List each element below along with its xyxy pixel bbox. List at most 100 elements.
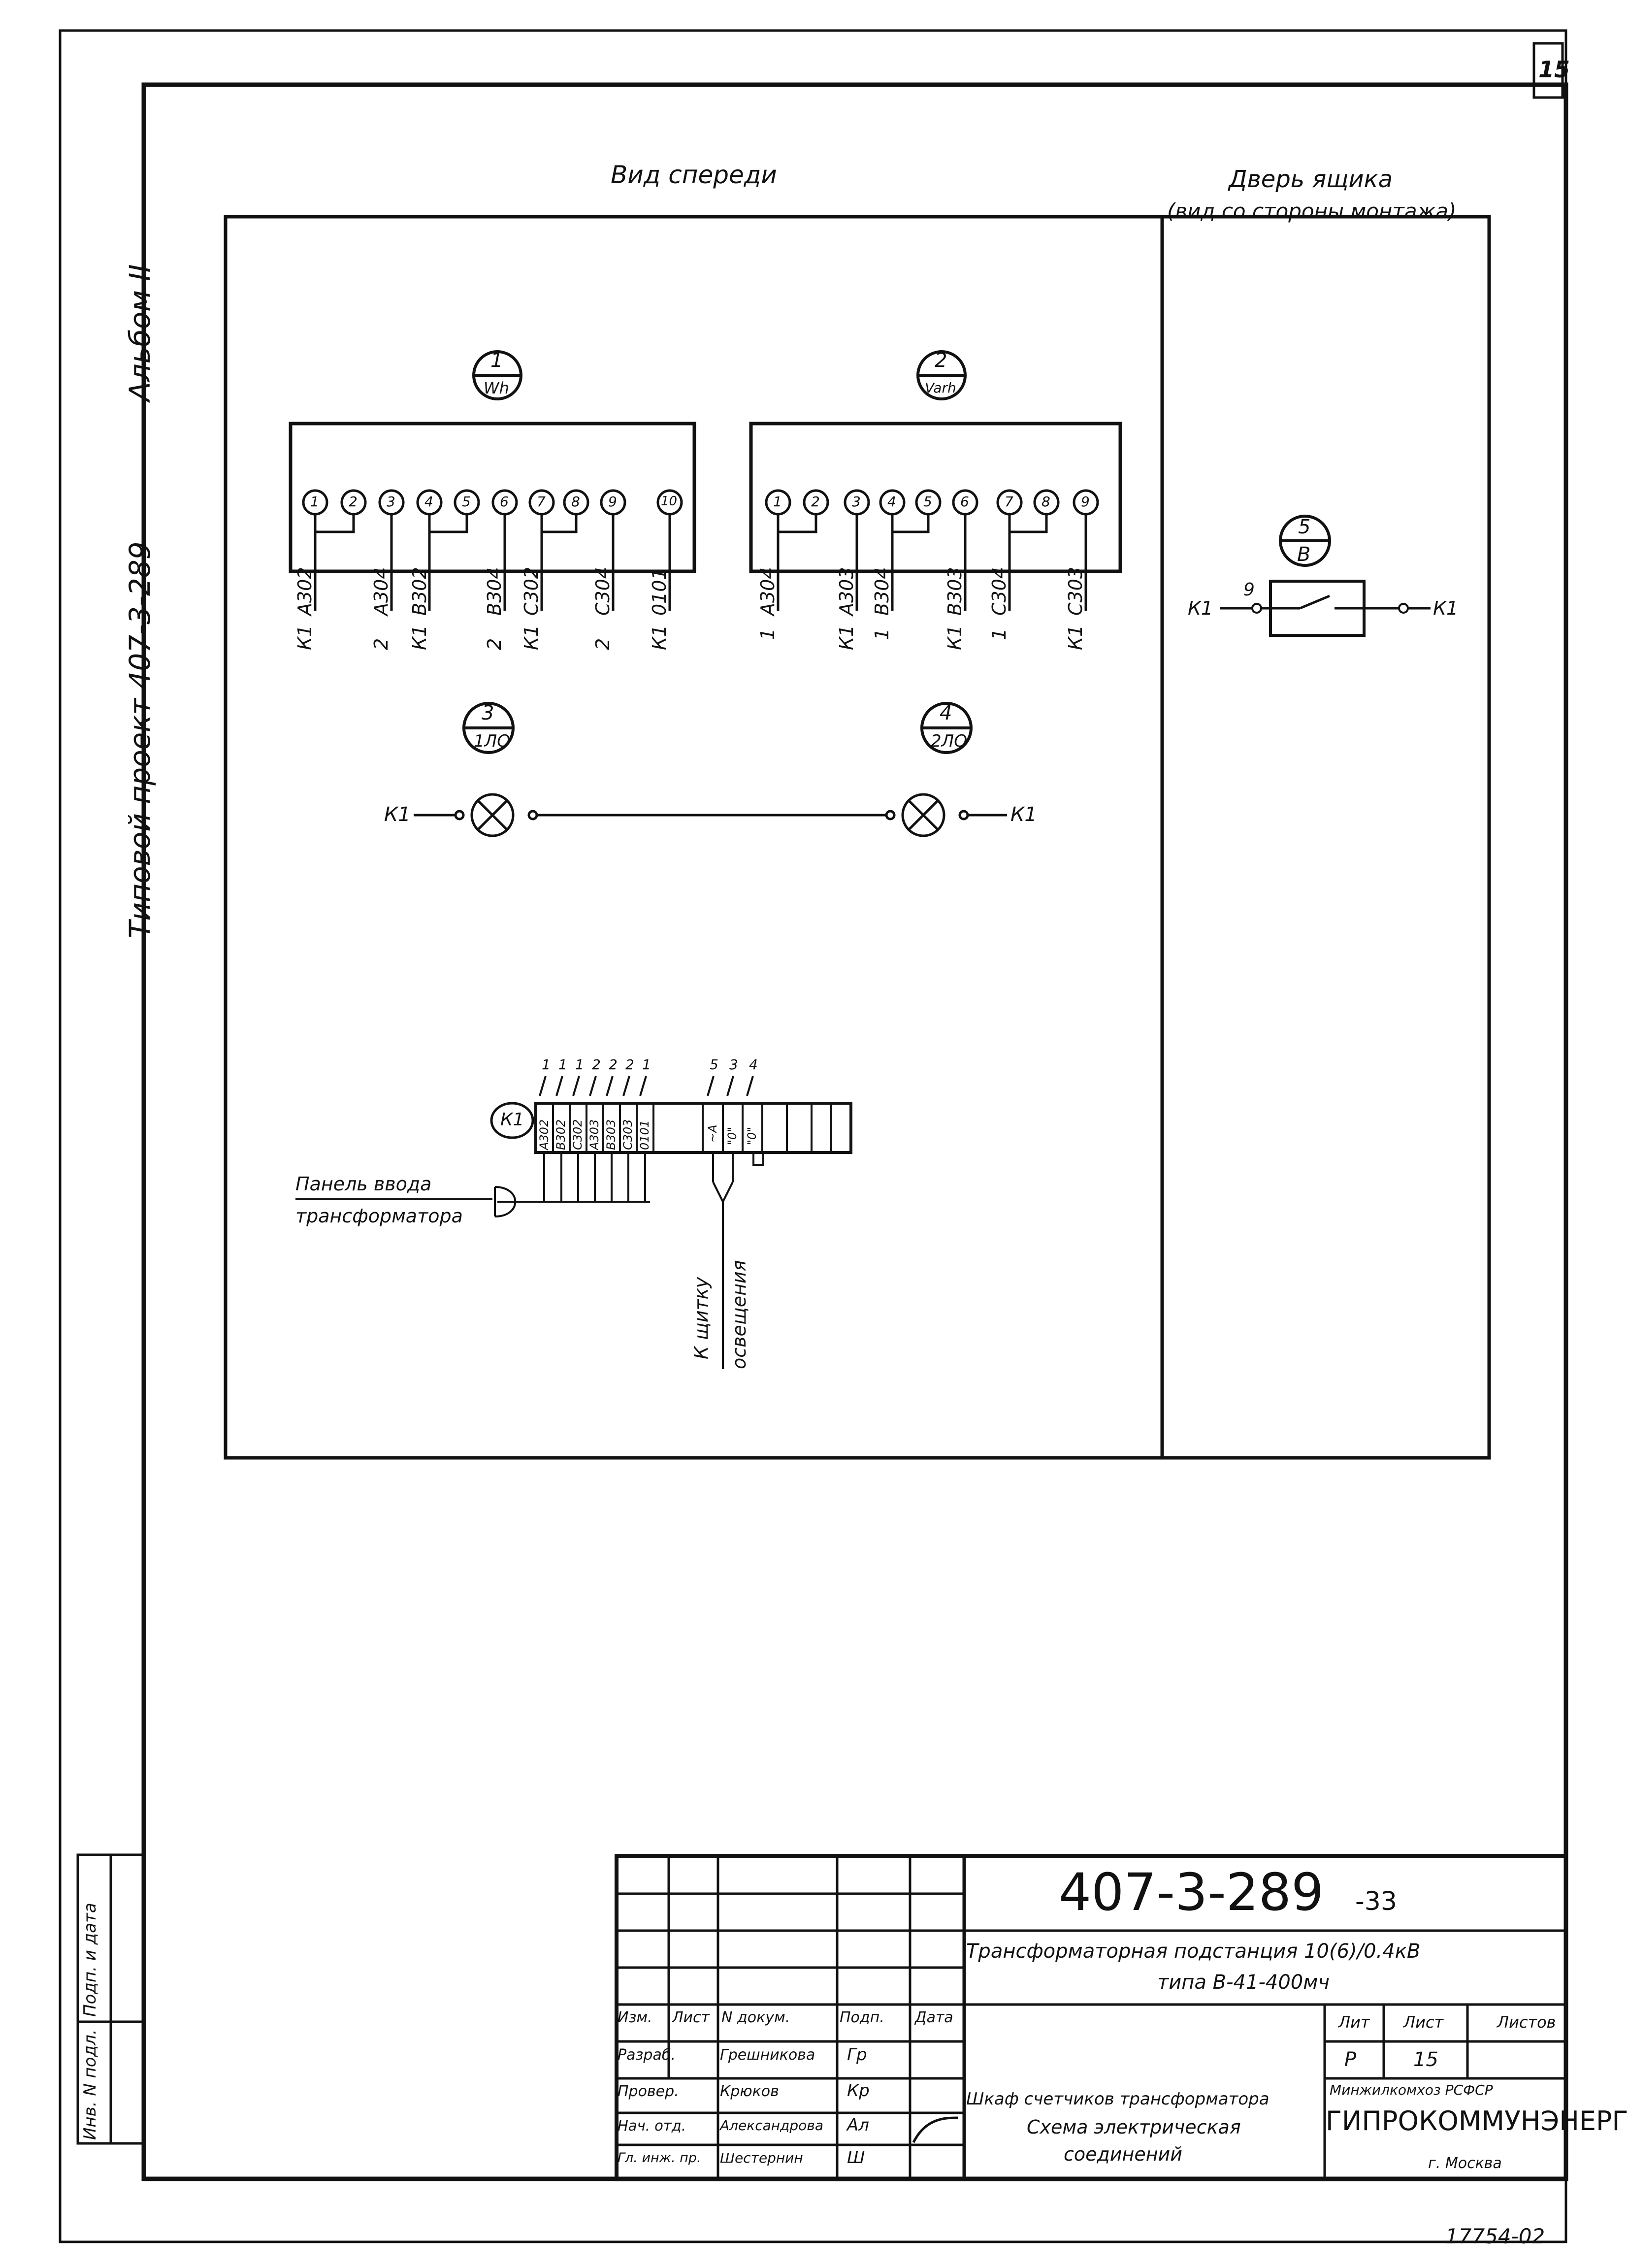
terminal-cell: В303	[604, 1119, 618, 1150]
meter-1-wire-bottom: К1	[294, 625, 316, 650]
lit-value: Р	[1344, 2048, 1357, 2071]
sheet-number: 15	[1538, 56, 1570, 83]
meter-1-pin-label: 8	[571, 493, 580, 510]
terminal-top-number: 1	[642, 1056, 651, 1073]
stamp-inv: Инв. N подл.	[80, 2029, 100, 2140]
col-header: Лист	[672, 2009, 710, 2026]
meter-2-wire-bottom: 1	[871, 628, 893, 640]
input-label-2: трансформатора	[295, 1205, 463, 1227]
org-2: ГИПРОКОММУНЭНЕРГО	[1326, 2105, 1628, 2137]
meter-1-body	[289, 422, 696, 573]
switch-pin: 9	[1243, 580, 1255, 600]
role-name: Александрова	[720, 2117, 823, 2134]
terminal-block-name: К1	[500, 1110, 524, 1130]
title-block	[615, 1854, 1568, 2181]
meter-2-pin-label: 2	[811, 493, 820, 510]
meter-2-wire-top: С303	[1065, 566, 1086, 616]
meter-1-pin-label: 7	[537, 493, 546, 510]
terminal-top-number: 5	[710, 1056, 718, 1073]
col-header: N докум.	[721, 2009, 790, 2026]
lamp-1-terminal: К1	[384, 803, 411, 826]
meter-1-wire-top: В304	[484, 567, 505, 616]
output-label-1: К щитку	[690, 1277, 712, 1359]
lamp-1-icon	[470, 793, 515, 837]
meter-2-pin-label: 4	[887, 493, 896, 510]
sheet-header: Лист	[1403, 2013, 1444, 2032]
terminal-cell: "0"	[725, 1126, 739, 1145]
drawing-title-1: Шкаф счетчиков трансформатора	[966, 2089, 1270, 2109]
terminal-top-number: 1	[575, 1056, 584, 1073]
doc-suffix: -33	[1355, 1887, 1397, 1916]
meter-2-wire-bottom: К1	[944, 625, 966, 650]
meter-2-wire-top: А303	[836, 567, 857, 616]
terminal-top-number: 4	[749, 1056, 758, 1073]
terminal-top-number: 2	[592, 1056, 601, 1073]
role-label: Нач. отд.	[618, 2117, 686, 2134]
meter-1-wire-bottom: 2	[484, 638, 505, 650]
terminal-cell: А302	[537, 1119, 551, 1150]
meter-1-pin-label: 4	[424, 493, 433, 510]
switch-code: В	[1297, 543, 1311, 566]
meter-1-wire-top: В302	[409, 567, 430, 616]
org-1: Минжилкомхоз РСФСР	[1330, 2082, 1493, 2098]
meter-2-wire-top: В304	[871, 567, 893, 616]
meter-1-wire-top: 0101	[649, 568, 670, 616]
meter-1-wire-top: С304	[592, 566, 614, 616]
role-signature: Кр	[847, 2081, 870, 2101]
footer-number: 17754-02	[1445, 2224, 1545, 2248]
meter-1-pin-label: 2	[349, 493, 358, 510]
terminal-top-number: 2	[609, 1056, 618, 1073]
meter-1-wire-bottom: 2	[592, 638, 614, 650]
col-header: Изм.	[618, 2009, 652, 2026]
outer-frame	[59, 29, 1567, 2243]
role-label: Провер.	[618, 2083, 679, 2100]
meter-2-pin-label: 7	[1005, 493, 1013, 510]
switch-right-terminal: К1	[1433, 597, 1459, 619]
meter-1-wire-top: А302	[294, 567, 316, 616]
role-label: Гл. инж. пр.	[618, 2150, 701, 2166]
lamp-2-code: 2ЛО	[931, 731, 967, 751]
meter-1-pin-label: 1	[310, 493, 319, 510]
meter-1-code: Wh	[484, 379, 509, 397]
switch-left-terminal: К1	[1188, 597, 1213, 619]
lamp-2-terminal: К1	[1010, 803, 1037, 826]
meter-1-pin-label: 9	[608, 493, 617, 510]
role-name: Грешникова	[720, 2046, 815, 2064]
meter-2-pin-label: 3	[852, 493, 861, 510]
org-3: г. Москва	[1428, 2155, 1502, 2172]
switch-number: 5	[1298, 516, 1311, 538]
meter-2-body	[749, 422, 1122, 573]
meter-1-wire-top: С302	[521, 566, 542, 616]
lit-header: Лит	[1338, 2013, 1370, 2032]
terminal-cell: ~А	[706, 1124, 719, 1143]
terminal-top-number: 2	[625, 1056, 634, 1073]
lamp-2-number: 4	[940, 702, 952, 724]
terminal-cell: С303	[621, 1119, 635, 1150]
role-signature: Ал	[847, 2115, 869, 2135]
role-label: Разраб.	[618, 2046, 676, 2064]
lamp-2-icon	[901, 793, 945, 837]
meter-2-pin-label: 8	[1042, 493, 1050, 510]
inner-frame	[141, 82, 1568, 2181]
sheets-header: Листов	[1497, 2013, 1556, 2032]
drawing-title-3: соединений	[1064, 2143, 1182, 2165]
terminal-cell: 0101	[638, 1119, 651, 1150]
meter-2-code: Varh	[925, 380, 956, 396]
meter-2-pin-label: 1	[773, 493, 782, 510]
terminal-block	[534, 1102, 852, 1154]
meter-1-pin-label: 6	[500, 493, 509, 510]
meter-2-wire-top: В303	[944, 567, 966, 616]
terminal-cell: А303	[587, 1119, 601, 1150]
door-title: Дверь ящика	[1229, 165, 1393, 193]
terminal-cell: С302	[571, 1119, 585, 1150]
meter-1-wire-bottom: К1	[649, 625, 670, 650]
doc-code: 407-3-289	[1059, 1862, 1324, 1922]
meter-1-wire-bottom: К1	[521, 625, 542, 650]
project-title-1: Трансформаторная подстанция 10(6)/0.4кВ	[966, 1940, 1421, 1963]
stamp-sign-date: Подп. и дата	[80, 1903, 100, 2017]
meter-1-number: 1	[490, 349, 503, 372]
side-project-label: Типовой проект 407-3-289	[123, 541, 157, 938]
terminal-top-number: 1	[558, 1056, 567, 1073]
role-name: Шестернин	[720, 2150, 803, 2166]
